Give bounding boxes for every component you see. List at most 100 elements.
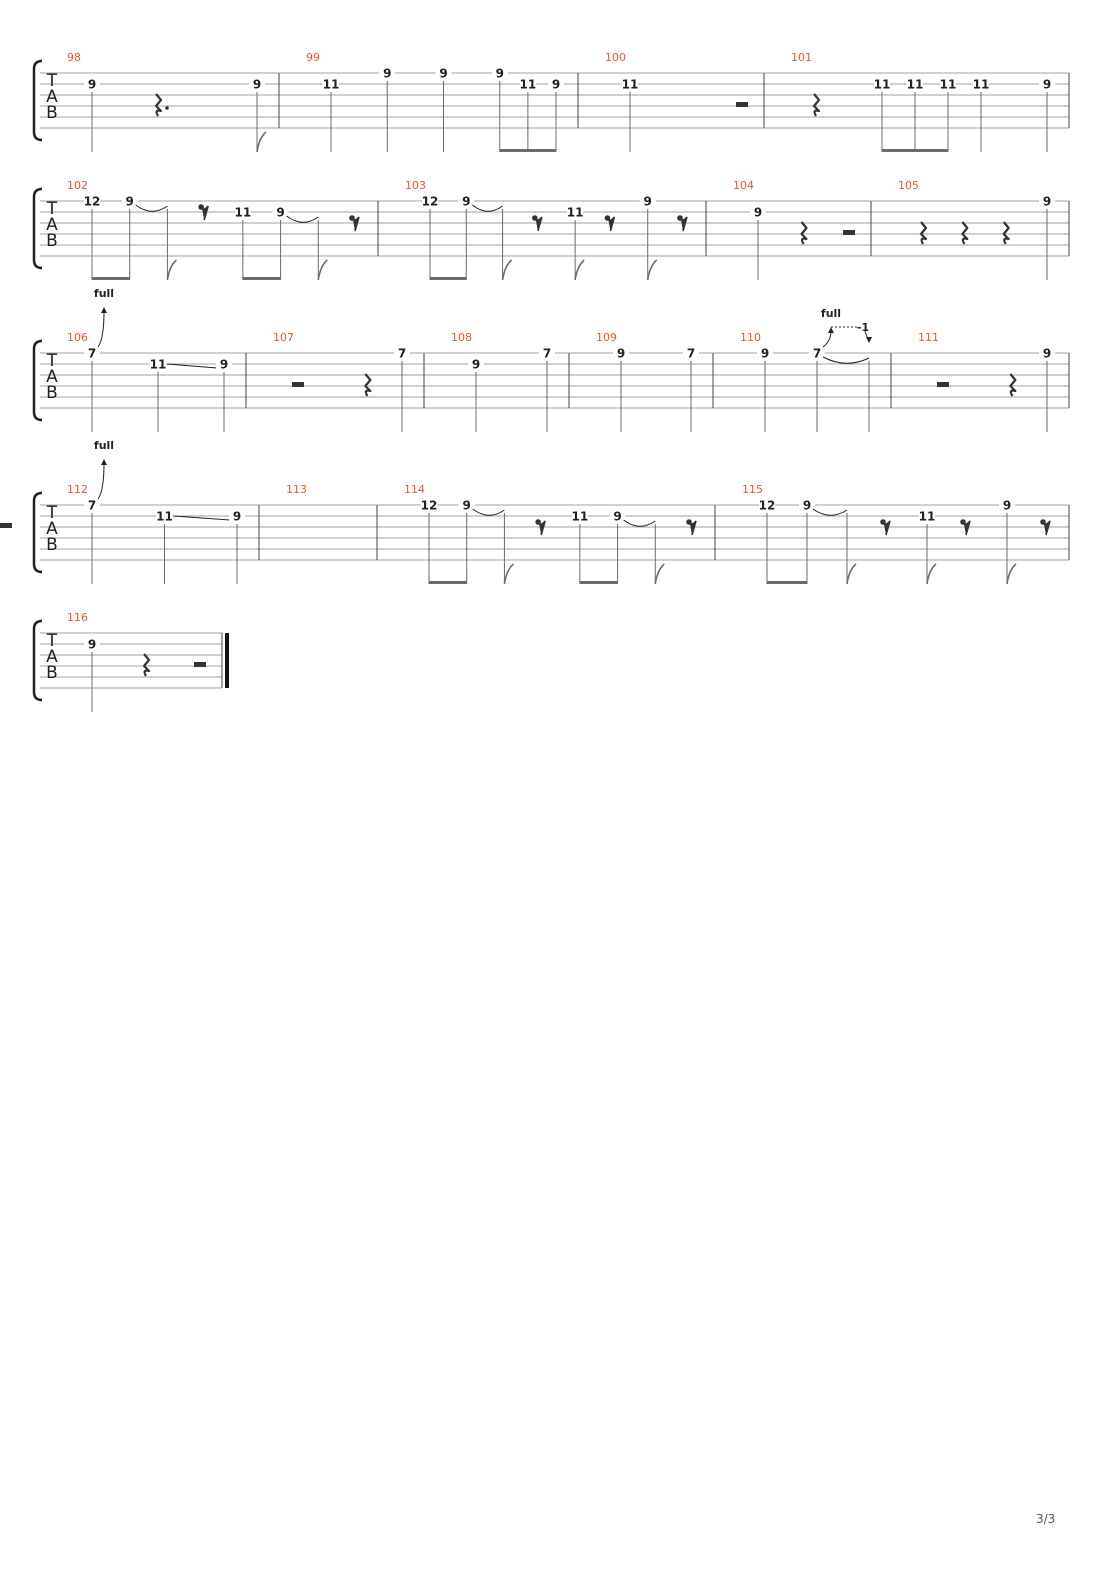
release-arrow bbox=[866, 337, 872, 343]
fret-mask bbox=[150, 358, 166, 370]
measure-number: 104 bbox=[733, 179, 754, 192]
eighth-flag bbox=[503, 563, 514, 585]
eighth-flag bbox=[846, 563, 857, 585]
fret-mask bbox=[548, 78, 564, 90]
fret-mask bbox=[622, 78, 638, 90]
measure-number: 99 bbox=[306, 51, 320, 64]
fret-number: 9 bbox=[1003, 499, 1011, 513]
fret-number: 12 bbox=[759, 499, 776, 513]
fret-number: 9 bbox=[462, 195, 470, 209]
fret-mask bbox=[458, 195, 475, 207]
bend-curve bbox=[97, 310, 105, 348]
fret-mask bbox=[519, 78, 536, 90]
quarter-rest bbox=[154, 93, 163, 117]
fret-mask bbox=[84, 347, 100, 359]
fret-number: 9 bbox=[126, 195, 134, 209]
fret-mask bbox=[84, 638, 100, 650]
eighth-rest bbox=[960, 519, 971, 536]
fret-number: 11 bbox=[907, 78, 924, 92]
tab-clef-letter: T bbox=[46, 71, 58, 91]
system-bracket bbox=[32, 187, 43, 270]
slide-line bbox=[166, 363, 218, 369]
bend-curve bbox=[97, 462, 105, 500]
fret-mask bbox=[973, 78, 989, 90]
fret-mask bbox=[683, 347, 699, 359]
bend-label: full bbox=[94, 287, 114, 300]
measure-number: 113 bbox=[286, 483, 307, 496]
fret-number: 11 bbox=[874, 78, 891, 92]
fret-mask bbox=[1039, 78, 1055, 90]
fret-number: 11 bbox=[520, 78, 537, 92]
beam bbox=[579, 581, 618, 584]
fret-number: 9 bbox=[463, 499, 471, 513]
system-bracket bbox=[32, 59, 43, 142]
fret-number: 11 bbox=[235, 206, 252, 220]
system-bracket bbox=[32, 339, 43, 422]
eighth-flag bbox=[646, 259, 658, 281]
fret-number: 11 bbox=[156, 510, 173, 524]
fret-number: 12 bbox=[84, 195, 101, 209]
fret-mask bbox=[121, 195, 138, 207]
measure-number: 103 bbox=[405, 179, 426, 192]
fret-mask bbox=[539, 347, 555, 359]
eighth-rest bbox=[1040, 519, 1051, 536]
measure-number: 102 bbox=[67, 179, 88, 192]
beam bbox=[92, 277, 130, 280]
fret-number: 7 bbox=[398, 347, 406, 361]
fret-number: 9 bbox=[1043, 78, 1051, 92]
fret-number: 7 bbox=[687, 347, 695, 361]
measure-number: 100 bbox=[605, 51, 626, 64]
fret-mask bbox=[940, 78, 956, 90]
tie bbox=[472, 508, 505, 516]
measure-number: 105 bbox=[898, 179, 919, 192]
bend-arrow bbox=[101, 459, 107, 465]
measure-number: 116 bbox=[67, 611, 88, 624]
fret-mask bbox=[1039, 347, 1055, 359]
fret-number: 12 bbox=[421, 499, 438, 513]
beam bbox=[430, 277, 467, 280]
fret-mask bbox=[799, 499, 815, 511]
fret-mask bbox=[249, 78, 265, 90]
fret-number: 11 bbox=[150, 358, 167, 372]
half-rest bbox=[843, 230, 855, 235]
eighth-rest bbox=[349, 215, 360, 232]
beam bbox=[767, 581, 807, 584]
fret-mask bbox=[613, 347, 629, 359]
measure-number: 106 bbox=[67, 331, 88, 344]
slide-line bbox=[173, 515, 231, 521]
fret-mask bbox=[272, 206, 289, 218]
measure-number: 109 bbox=[596, 331, 617, 344]
bend-arrow bbox=[101, 307, 107, 313]
fret-number: 11 bbox=[323, 78, 340, 92]
beam bbox=[242, 277, 281, 280]
fret-mask bbox=[84, 499, 100, 511]
quarter-rest bbox=[364, 373, 372, 397]
fret-mask bbox=[422, 195, 438, 207]
fret-number: 9 bbox=[88, 78, 96, 92]
fret-mask bbox=[750, 206, 766, 218]
quarter-rest bbox=[812, 93, 821, 117]
tab-clef-letter: T bbox=[46, 199, 58, 219]
bend-curve bbox=[822, 330, 832, 348]
quarter-rest bbox=[142, 653, 151, 677]
tie bbox=[135, 204, 168, 212]
tie bbox=[286, 215, 319, 223]
fret-mask bbox=[394, 347, 410, 359]
fret-number: 9 bbox=[803, 499, 811, 513]
tab-clef-letter: A bbox=[46, 87, 58, 107]
fret-number: 9 bbox=[1043, 347, 1051, 361]
eighth-rest bbox=[535, 519, 546, 536]
tab-clef-letter: B bbox=[46, 383, 58, 403]
fret-mask bbox=[757, 347, 773, 359]
fret-mask bbox=[323, 78, 339, 90]
fret-number: 9 bbox=[88, 638, 96, 652]
bend-label: full bbox=[821, 307, 841, 320]
tab-clef-letter: B bbox=[46, 535, 58, 555]
fret-number: 11 bbox=[572, 510, 589, 524]
beam bbox=[429, 581, 467, 584]
